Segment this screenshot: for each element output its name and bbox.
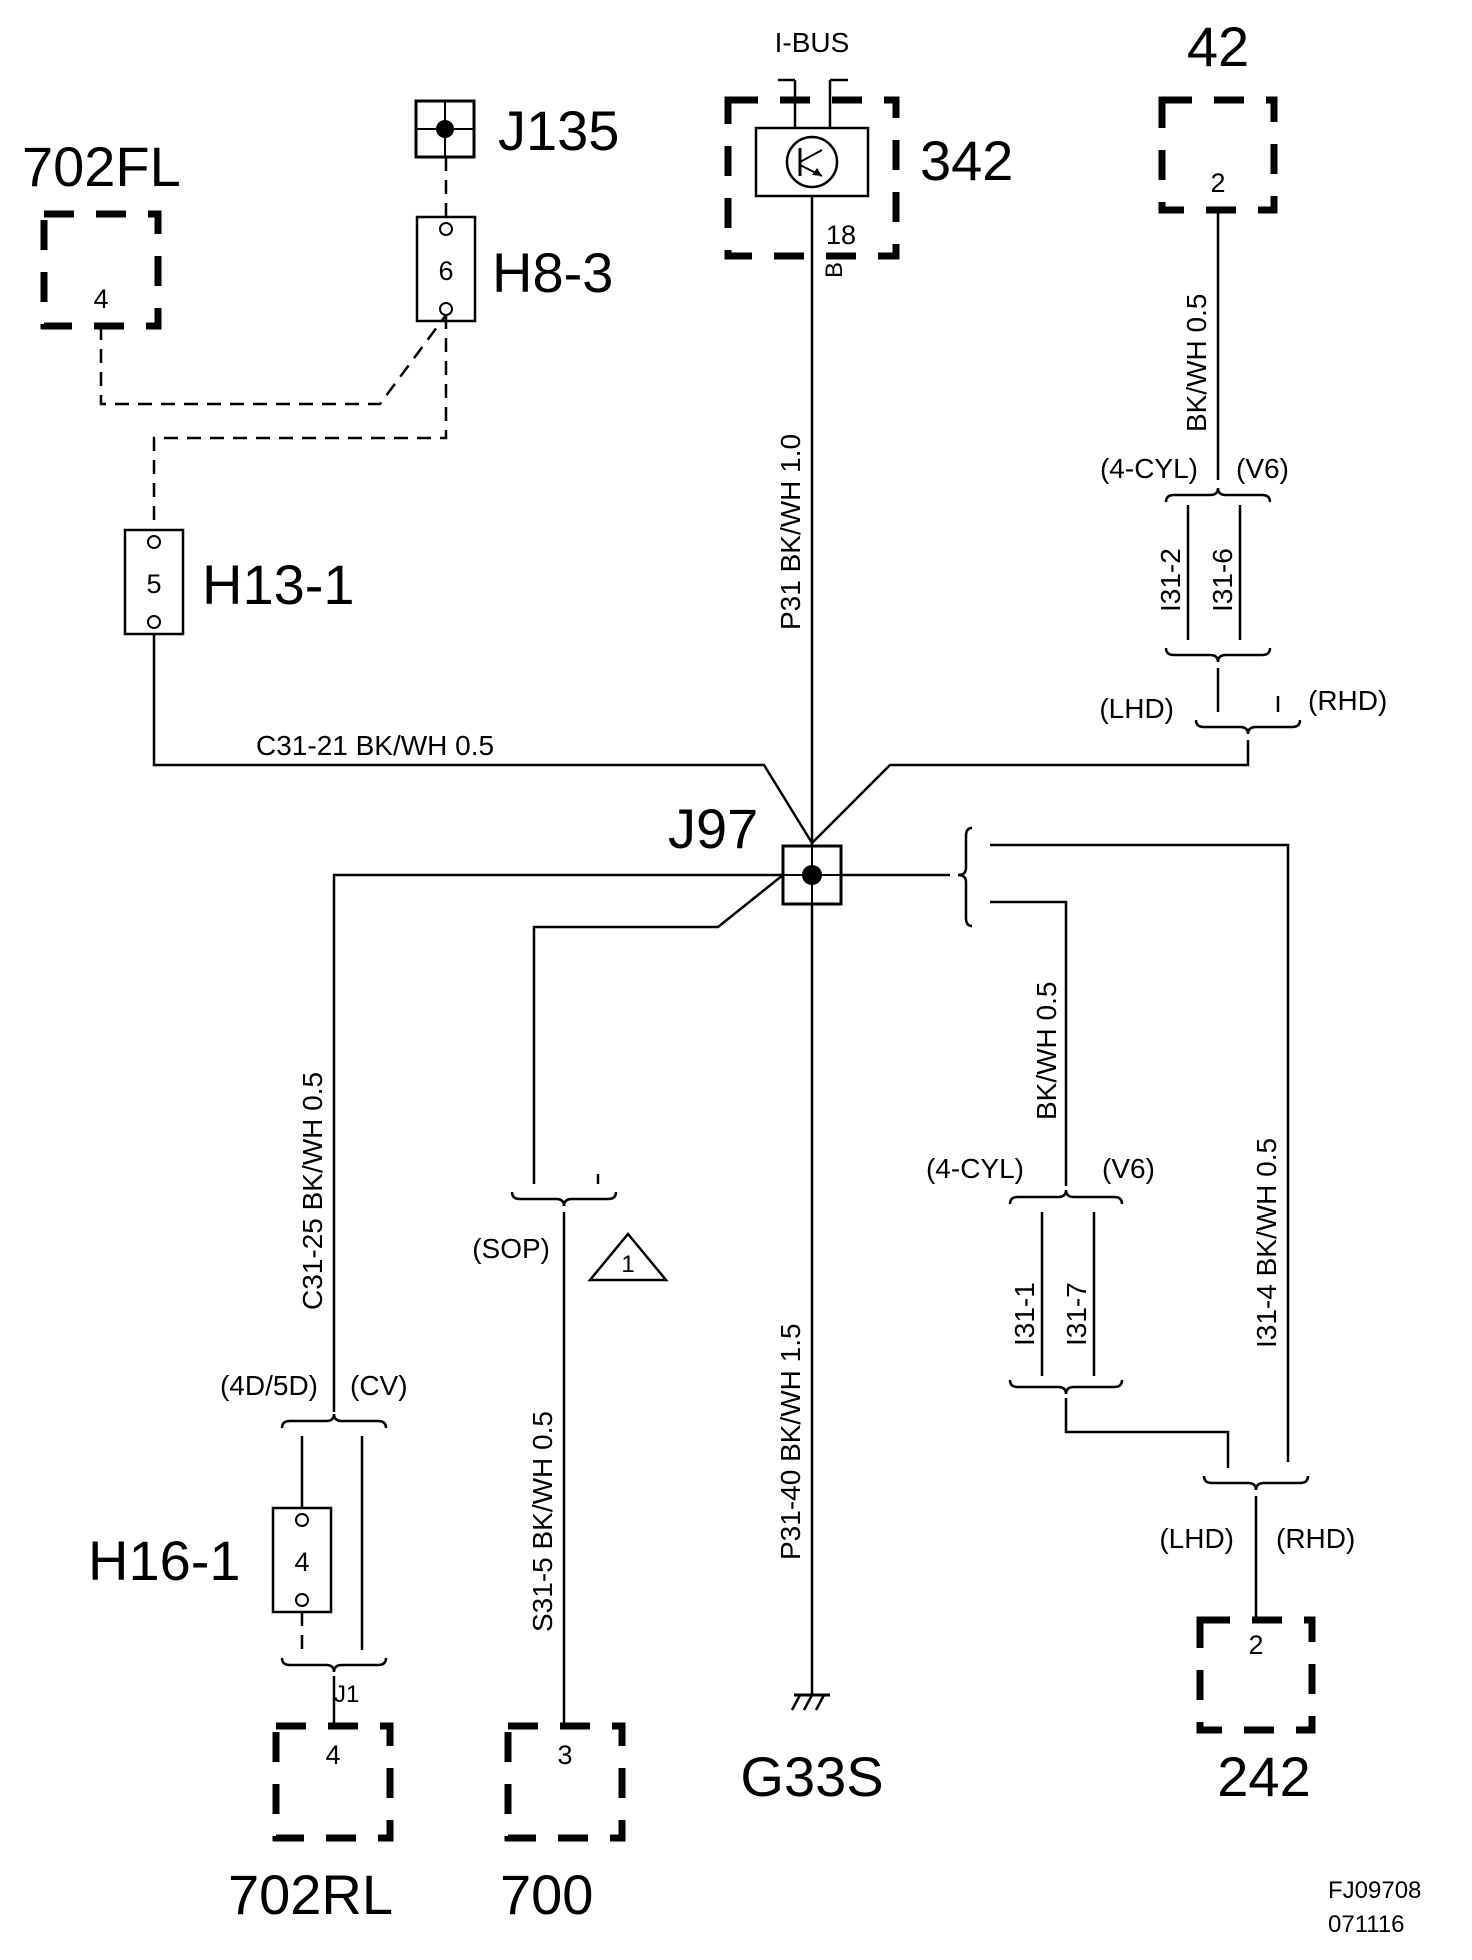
wire-i31-7: I31-7 [1061,1282,1092,1346]
figure-code: FJ09708 [1328,1877,1421,1904]
connector-242-pin: 2 [1248,1630,1263,1660]
wire-i31-1: I31-1 [1009,1282,1040,1346]
module-342-label: 342 [920,129,1013,192]
variant-lhd: (LHD) [1099,693,1174,724]
note-number: 1 [621,1251,634,1278]
splice-j97-label: J97 [668,797,758,860]
variant-v6: (V6) [1236,453,1289,484]
connector-700-pin: 3 [557,1740,572,1770]
connector-702fl-pin: 4 [93,284,108,314]
wire-p31-label: P31 BK/WH 1.0 [775,434,806,630]
connector-700-box [504,1722,626,1842]
module-342-pin: 18 [826,220,856,250]
connector-h16-1-label: H16-1 [88,1529,241,1592]
branch-242: BK/WH 0.5 I31-4 BK/WH 0.5 (4-CYL) (V6) I… [841,826,1355,1620]
wire-p31-40-label: P31-40 BK/WH 1.5 [775,1323,806,1560]
connector-h8-3-pin: 6 [438,256,453,286]
wire-c31-25-label: C31-25 BK/WH 0.5 [297,1072,328,1310]
connector-42-pin: 2 [1210,168,1225,198]
connector-700-label: 700 [500,1863,593,1926]
connector-242-label: 242 [1217,1745,1310,1808]
connector-700[interactable]: 3 700 [500,1722,626,1926]
wire-s31-5-label: S31-5 BK/WH 0.5 [527,1411,558,1632]
wire-mid-right-label: BK/WH 0.5 [1031,982,1062,1120]
variant-4cyl: (4-CYL) [1100,453,1198,484]
connector-42-label: 42 [1187,15,1249,78]
splice-j135[interactable]: J135 [414,99,619,162]
variant-sop: (SOP) [472,1233,550,1264]
connector-j1-label: J1 [334,1681,359,1708]
connector-702fl-label: 702FL [22,135,181,198]
connector-702fl[interactable]: 702FL 4 [22,135,181,330]
wire-42-label: BK/WH 0.5 [1181,294,1212,432]
variant-v6-2: (V6) [1102,1153,1155,1184]
wire-i31-2: I31-2 [1155,548,1186,612]
connector-h8-3-label: H8-3 [492,241,613,304]
wire-c31-21-label: C31-21 BK/WH 0.5 [256,730,494,761]
variant-4d5d: (4D/5D) [220,1370,318,1401]
variant-rhd-2: (RHD) [1276,1523,1355,1554]
ground-g33s-label: G33S [740,1745,883,1808]
connector-h13-1[interactable]: 5 H13-1 [123,528,355,636]
transistor-icon [785,135,839,189]
branch-700: (SOP) S31-5 BK/WH 0.5 [472,874,784,1726]
splice-j97-dot [802,865,822,885]
ground-g33s[interactable]: G33S [740,1693,884,1808]
connector-702rl-pin: 4 [325,1740,340,1770]
connector-702rl-label: 702RL [228,1863,393,1926]
connector-h13-1-label: H13-1 [202,553,355,616]
wire-c31-21 [152,634,814,844]
branch-42: BK/WH 0.5 (4-CYL) (V6) I31-2 I31-6 (LHD)… [811,210,1387,844]
wire-c31-25 [332,873,783,1412]
splice-j97[interactable]: J97 [668,797,843,906]
variant-cv: (CV) [350,1370,408,1401]
wire-i31-4-label: I31-4 BK/WH 0.5 [1251,1138,1282,1348]
variant-d45-cv: (4D/5D) (CV) [220,1370,408,1650]
splice-j135-dot [436,120,454,138]
connector-702rl[interactable]: 4 702RL [228,1722,394,1926]
variant-rhd: (RHD) [1308,685,1387,716]
connector-242-box [1196,1616,1316,1734]
variant-lhd-2: (LHD) [1159,1523,1234,1554]
note-triangle-icon: 1 [587,1232,669,1282]
connector-h13-1-pin: 5 [146,569,161,599]
optional-dashed-wires [99,157,448,530]
module-342[interactable]: I-BUS 18 B 342 [724,27,1013,278]
ibus-label: I-BUS [775,27,850,58]
connector-42[interactable]: 42 2 [1158,15,1278,214]
connector-702rl-box [272,1722,394,1842]
figure-date: 071116 [1328,1911,1405,1938]
connector-h8-3[interactable]: 6 H8-3 [415,215,613,323]
connector-h16-1-pin: 4 [294,1547,309,1577]
connector-h16-1[interactable]: H16-1 4 J1 [88,1506,388,1726]
connector-242[interactable]: 2 242 [1196,1616,1316,1808]
wire-i31-6: I31-6 [1207,548,1238,612]
splice-j135-label: J135 [498,99,619,162]
module-342-b: B [821,262,848,278]
variant-4cyl-2: (4-CYL) [926,1153,1024,1184]
